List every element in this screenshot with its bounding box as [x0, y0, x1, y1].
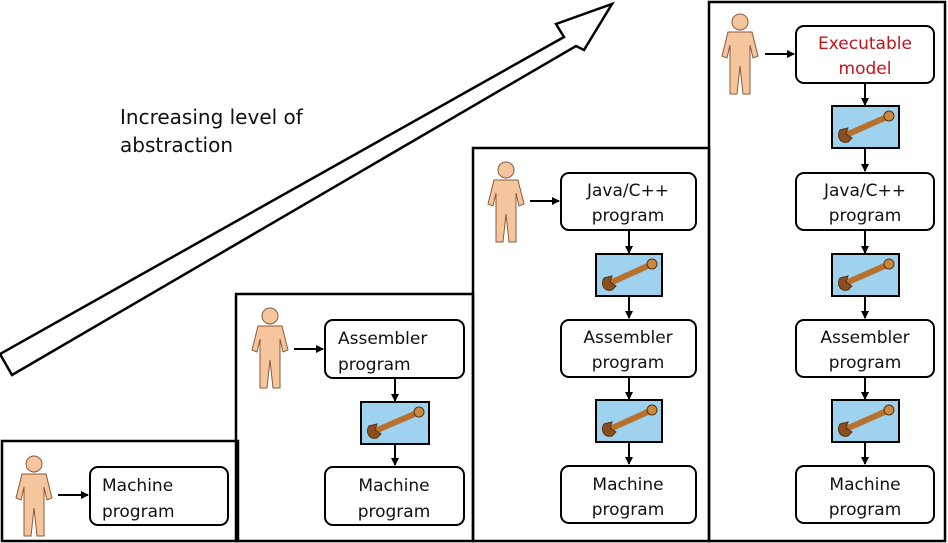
java-cpp-program-box: Java/C++ program [560, 172, 697, 231]
executable-model-box: Executable model [795, 25, 935, 84]
svg-text:program: program [592, 353, 665, 373]
wrench-icon [831, 105, 900, 149]
person-icon [721, 13, 759, 95]
svg-text:Assembler: Assembler [820, 328, 909, 348]
svg-text:program: program [592, 206, 665, 226]
person-icon [487, 161, 525, 243]
assembler-program-box: Assembler program [560, 319, 697, 378]
stage-model: Executable model Java/C++ program Assemb… [721, 13, 935, 524]
machine-program-box: Machine program [560, 465, 697, 524]
svg-text:Java/C++: Java/C++ [823, 181, 906, 201]
annotation-text: Increasing level of abstraction [120, 105, 304, 157]
machine-program-box: Machine program [795, 465, 935, 524]
svg-text:Executable: Executable [818, 34, 912, 54]
stage-java: Java/C++ program Assembler program Machi… [487, 161, 697, 524]
svg-text:Assembler: Assembler [583, 328, 672, 348]
abstraction-arrow [0, 1, 615, 377]
svg-text:Machine: Machine [358, 476, 429, 496]
svg-text:Java/C++: Java/C++ [586, 181, 669, 201]
svg-text:program: program [829, 500, 902, 520]
assembler-program-box: Assembler program [324, 319, 465, 379]
svg-text:program: program [102, 502, 175, 522]
assembler-program-box: Assembler program [795, 319, 935, 378]
java-cpp-program-box: Java/C++ program [795, 172, 935, 231]
stage-assembler: Assembler program Machine program [251, 307, 465, 526]
wrench-icon [595, 399, 663, 443]
stage-machine: Machine program [15, 455, 229, 537]
annotation-line-2: abstraction [120, 133, 233, 157]
wrench-icon [595, 253, 663, 297]
svg-text:Machine: Machine [829, 475, 900, 495]
svg-text:program: program [829, 206, 902, 226]
stage-frame-machine [0, 439, 240, 543]
svg-text:model: model [839, 59, 892, 79]
machine-program-box: Machine program [89, 466, 229, 526]
person-icon [251, 307, 289, 389]
person-icon [15, 455, 53, 537]
svg-text:Machine: Machine [592, 475, 663, 495]
svg-text:program: program [829, 353, 902, 373]
wrench-icon [831, 399, 900, 443]
annotation-line-1: Increasing level of [120, 105, 304, 129]
stage-frame-model [707, 0, 947, 543]
svg-text:program: program [338, 355, 411, 375]
wrench-icon [360, 401, 430, 445]
machine-program-box: Machine program [324, 466, 465, 526]
svg-text:program: program [592, 500, 665, 520]
svg-text:Machine: Machine [102, 476, 173, 496]
wrench-icon [831, 253, 900, 297]
svg-text:Assembler: Assembler [338, 329, 427, 349]
svg-text:program: program [358, 502, 431, 522]
